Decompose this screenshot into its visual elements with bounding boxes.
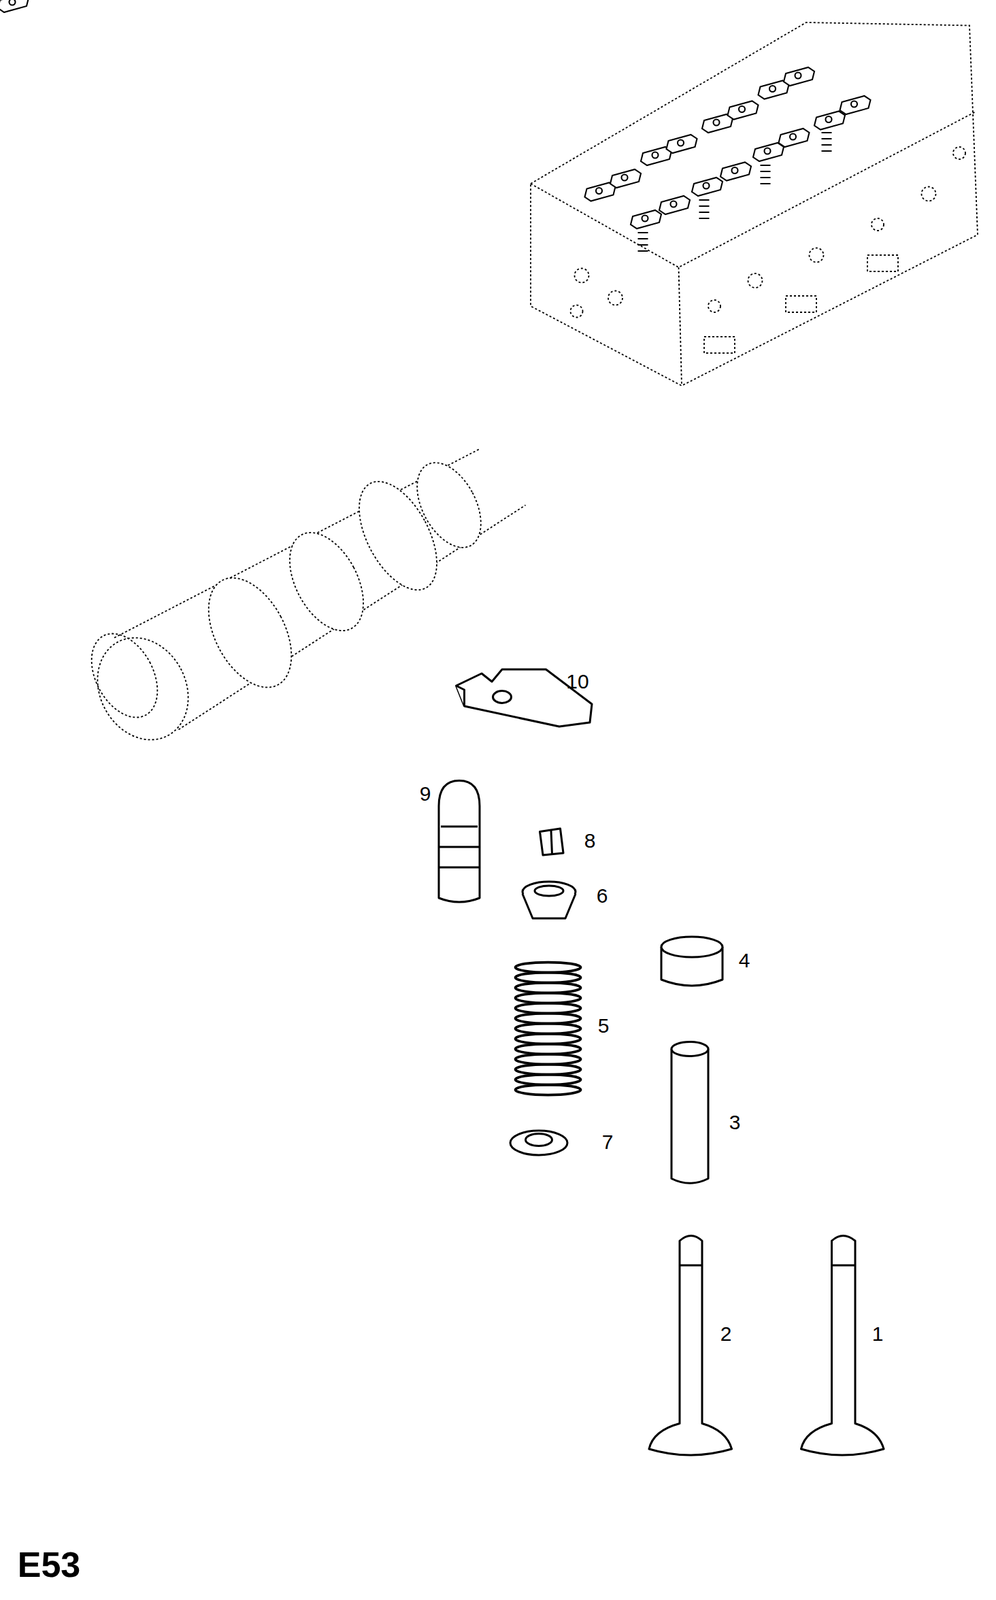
spring-coil — [515, 993, 581, 1004]
valve-spring — [515, 962, 581, 1096]
rocker-arm-row — [0, 0, 871, 229]
spring-coil — [515, 972, 581, 984]
camshaft — [78, 449, 526, 756]
spring-coil — [515, 1003, 581, 1014]
spring-coil — [515, 1044, 581, 1055]
spring-coil — [515, 1064, 581, 1075]
callout-number: 1 — [872, 1323, 884, 1345]
figure-code: E53 — [17, 1547, 81, 1583]
callout-number: 6 — [596, 885, 609, 907]
spring-coil — [515, 1054, 581, 1065]
spring-coil — [515, 1023, 581, 1035]
spring-coil — [515, 983, 581, 994]
callout-number: 3 — [729, 1112, 741, 1133]
callout-number: 5 — [598, 1015, 610, 1037]
spring-coil — [515, 1085, 581, 1096]
callout-number: 10 — [566, 671, 589, 692]
spring-coil — [515, 962, 581, 973]
callout-number: 9 — [419, 783, 432, 805]
callout-number: 8 — [584, 830, 596, 852]
callout-number: 4 — [738, 950, 751, 971]
head-valve-springs — [638, 132, 833, 252]
spring-coil — [515, 1074, 581, 1086]
part-illustrations — [438, 669, 884, 1456]
callout-number: 7 — [602, 1132, 614, 1153]
cylinder-head — [530, 22, 978, 386]
callout-number: 2 — [720, 1323, 733, 1345]
spring-coil — [515, 1034, 581, 1045]
spring-coil — [515, 1013, 581, 1024]
